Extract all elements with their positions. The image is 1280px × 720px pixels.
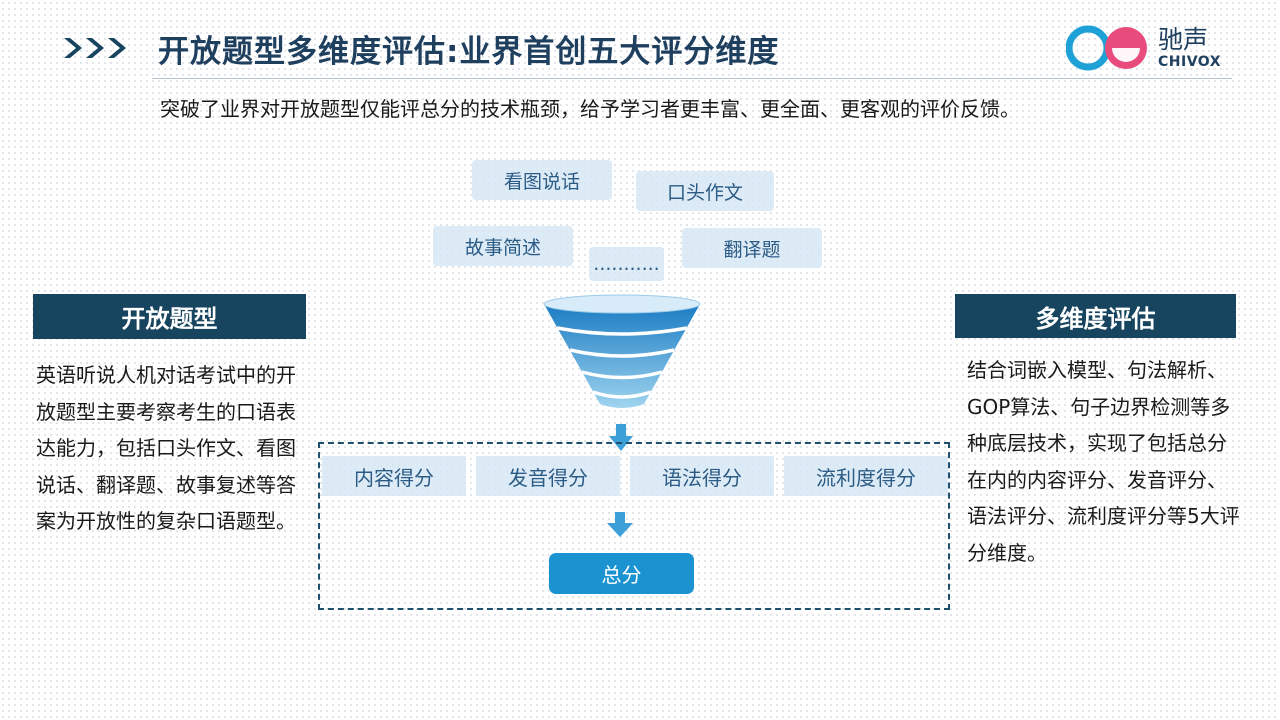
- page-title: 开放题型多维度评估:业界首创五大评分维度: [158, 34, 780, 70]
- score-dimension-grammar: 语法得分: [630, 456, 774, 496]
- score-dimension-content: 内容得分: [322, 456, 466, 496]
- logo-text-en: CHIVOX: [1158, 54, 1221, 70]
- left-panel-body: 英语听说人机对话考试中的开放题型主要考察考生的口语表达能力，包括口头作文、看图说…: [36, 363, 296, 533]
- right-panel-heading: 多维度评估: [955, 294, 1236, 338]
- chevron-arrows-icon: [64, 38, 126, 58]
- chivox-logo-icon: [1066, 25, 1147, 71]
- down-arrow-icon: [607, 512, 633, 537]
- title-divider: [152, 78, 1232, 79]
- total-score-box: 总分: [549, 553, 694, 594]
- question-type-chip: 故事简述: [433, 226, 573, 266]
- logo-text-cn: 驰声: [1158, 25, 1209, 54]
- question-type-chip-ellipsis: ...........: [589, 247, 664, 281]
- score-dimension-pronunciation: 发音得分: [476, 456, 620, 496]
- down-arrow-icon: [609, 424, 633, 451]
- funnel-icon: [543, 294, 701, 408]
- scoring-dimensions-box: [318, 442, 950, 610]
- question-type-chip: 翻译题: [682, 228, 822, 268]
- right-panel-body: 结合词嵌入模型、句法解析、GOP算法、句子边界检测等多种底层技术，实现了包括总分…: [967, 358, 1240, 565]
- subtitle: 突破了业界对开放题型仅能评总分的技术瓶颈，给予学习者更丰富、更全面、更客观的评价…: [160, 97, 1020, 121]
- question-type-chip: 口头作文: [636, 171, 774, 211]
- left-panel-heading: 开放题型: [33, 294, 306, 339]
- score-dimension-fluency: 流利度得分: [784, 456, 948, 496]
- question-type-chip: 看图说话: [472, 160, 612, 200]
